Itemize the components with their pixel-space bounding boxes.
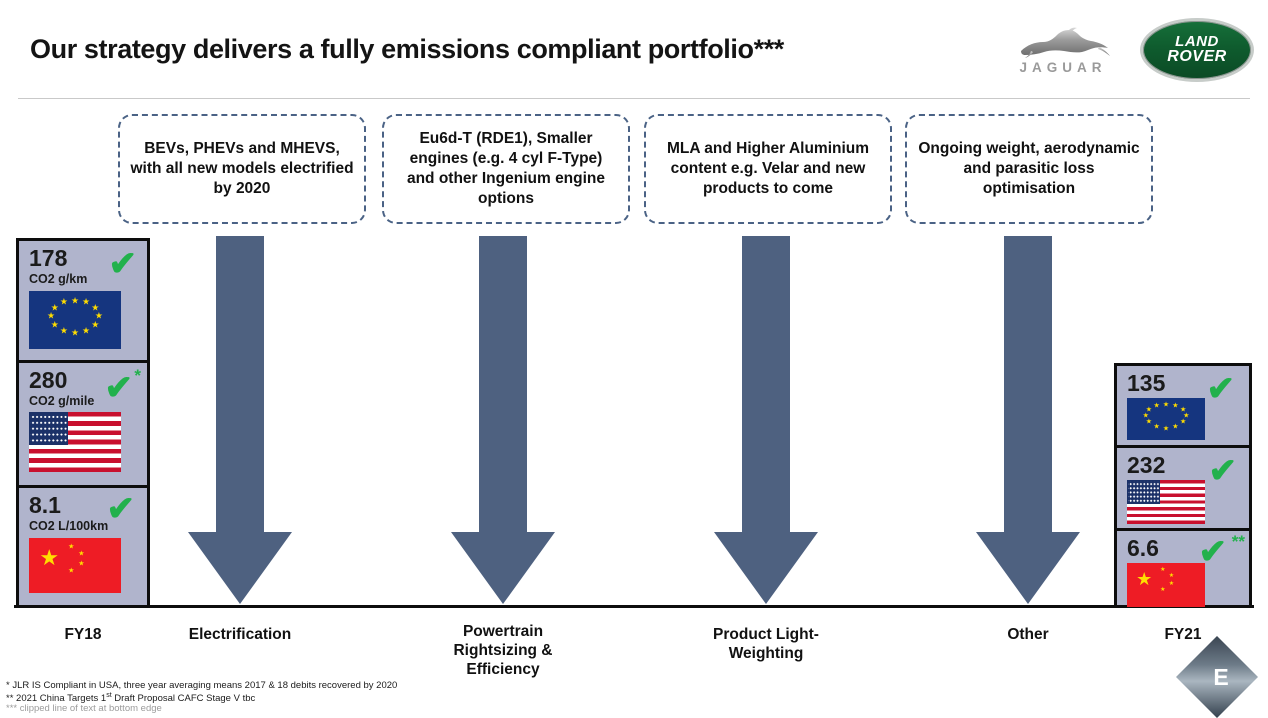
footnote-2-ordinal: st <box>106 692 112 699</box>
fy18-eu-unit: CO2 g/km <box>29 272 88 287</box>
fy21-row-us: 232 ✔ <box>1117 448 1249 531</box>
fy21-us-value: 232 <box>1127 452 1166 478</box>
jaguar-leaper-icon <box>1021 27 1110 58</box>
footnote-2-part-a: ** 2021 China Targets 1 <box>6 693 107 705</box>
axis-label-fy18: FY18 <box>64 626 102 643</box>
fy21-row-eu: 135 ✔ ★ ★ ★ ★ ★ ★ ★ ★ ★ ★ ★ ★ <box>1117 366 1249 448</box>
footnote-2-part-b: Draft Proposal CAFC Stage V tbc <box>111 693 256 705</box>
footnote-1: * JLR IS Compliant in USA, three year av… <box>6 680 398 691</box>
fy18-china-value: 8.1 <box>29 492 61 518</box>
fy18-us-asterisk: * <box>134 366 141 385</box>
fy18-eu-value: 178 <box>29 245 68 271</box>
axis-label-powertrain: Powertrain Rightsizing & Efficiency <box>453 623 553 678</box>
fy21-china-value: 6.6 <box>1127 535 1159 561</box>
us-flag-icon <box>29 412 121 473</box>
fy21-eu-value: 135 <box>1127 370 1166 396</box>
axis-label-fy21: FY21 <box>1164 626 1202 643</box>
page-title: Our strategy delivers a fully emissions … <box>30 34 784 64</box>
jaguar-wordmark: JAGUAR <box>1019 60 1107 75</box>
footnote-3-clipped: *** clipped line of text at bottom edge <box>6 703 162 714</box>
footnote-2: ** 2021 China Targets 1st Draft Proposal… <box>6 692 255 704</box>
fy21-eu-check-icon: ✔ <box>1206 370 1236 408</box>
fy18-us-value: 280 <box>29 367 68 393</box>
fy18-panel: 178 CO2 g/km ✔ ★ ★ ★ ★ ★ ★ ★ ★ ★ ★ ★ ★ 2… <box>16 238 150 608</box>
callout-electrification: BEVs, PHEVs and MHEVS, with all new mode… <box>118 114 366 224</box>
land-rover-line1: LAND <box>1175 33 1219 51</box>
fy21-us-check-icon: ✔ <box>1208 452 1238 490</box>
callout-powertrain: Eu6d-T (RDE1), Smaller engines (e.g. 4 c… <box>382 114 630 224</box>
fy21-row-china: 6.6 ✔ ** ★ ★ ★ ★ ★ <box>1117 531 1249 608</box>
brand-logo-group: JAGUAR LAND ROVER <box>1008 18 1254 82</box>
arrow-powertrain <box>448 236 558 606</box>
eu-flag-icon: ★ ★ ★ ★ ★ ★ ★ ★ ★ ★ ★ ★ <box>1127 398 1205 441</box>
callout-other: Ongoing weight, aerodynamic and parasiti… <box>905 114 1153 224</box>
fy21-china-asterisks: ** <box>1231 532 1245 551</box>
axis-label-other: Other <box>1007 626 1049 643</box>
eu-flag-icon: ★ ★ ★ ★ ★ ★ ★ ★ ★ ★ ★ ★ <box>29 291 121 350</box>
axis-label-electrification: Electrification <box>188 626 292 643</box>
fy21-panel: 135 ✔ ★ ★ ★ ★ ★ ★ ★ ★ ★ ★ ★ ★ 232 ✔ 6.6 … <box>1114 363 1252 608</box>
fy18-us-unit: CO2 g/mile <box>29 394 95 409</box>
fy18-row-china: 8.1 CO2 L/100km ✔ ★ ★ ★ ★ ★ <box>19 488 147 605</box>
fy18-us-check-icon: ✔ <box>104 369 134 407</box>
header-divider <box>18 98 1250 99</box>
us-flag-icon <box>1127 480 1205 525</box>
fy18-eu-check-icon: ✔ <box>108 245 138 283</box>
fy18-china-check-icon: ✔ <box>106 490 136 528</box>
fy18-row-us: 280 CO2 g/mile ✔ * <box>19 363 147 488</box>
arrow-electrification <box>185 236 295 606</box>
callout-light-weighting: MLA and Higher Aluminium content e.g. Ve… <box>644 114 892 224</box>
land-rover-line2: ROVER <box>1167 48 1227 66</box>
fy21-china-check-icon: ✔ <box>1198 533 1228 571</box>
badge-e-glyph: E <box>1213 663 1229 690</box>
arrow-other <box>973 236 1083 606</box>
arrow-light-weighting <box>711 236 821 606</box>
baseline-rule <box>14 605 1254 608</box>
fy18-row-eu: 178 CO2 g/km ✔ ★ ★ ★ ★ ★ ★ ★ ★ ★ ★ ★ ★ <box>19 241 147 363</box>
axis-label-light-weighting: Product Light-Weighting <box>713 626 819 662</box>
fy18-china-unit: CO2 L/100km <box>29 519 109 534</box>
china-flag-icon: ★ ★ ★ ★ ★ <box>1127 563 1205 608</box>
jaguar-logo: JAGUAR <box>1008 25 1118 75</box>
china-flag-icon: ★ ★ ★ ★ ★ <box>29 538 121 594</box>
land-rover-logo: LAND ROVER <box>1140 18 1254 82</box>
